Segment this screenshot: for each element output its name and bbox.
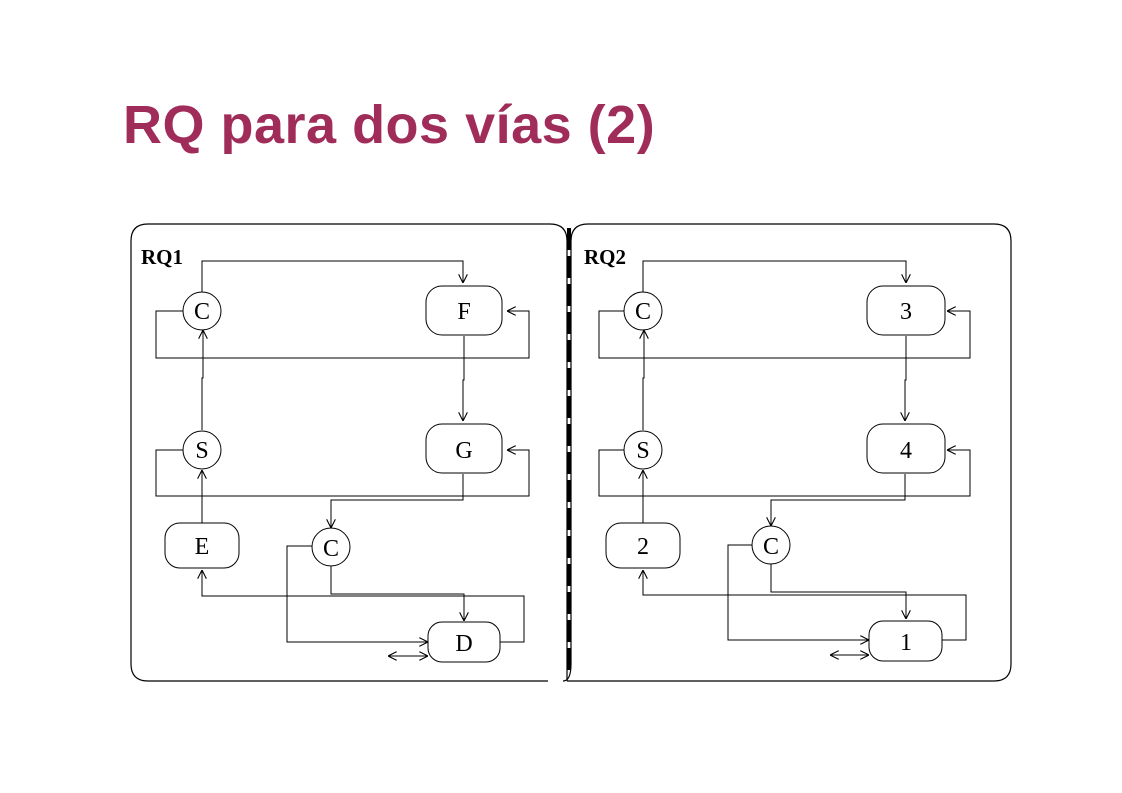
svg-text:4: 4: [900, 438, 912, 464]
svg-text:D: D: [455, 631, 472, 657]
svg-text:C: C: [323, 536, 339, 562]
node-e: E: [164, 522, 240, 569]
svg-text:2: 2: [637, 534, 649, 560]
panel-label: RQ1: [141, 245, 183, 269]
svg-text:G: G: [455, 438, 472, 464]
edge-4-to-c: [771, 474, 906, 526]
node-g: G: [425, 423, 503, 474]
node-c-mid: C: [751, 525, 791, 565]
panel-label: RQ2: [584, 245, 626, 269]
edge-c-to-3: [642, 260, 906, 292]
panel-rq2: RQ2 C 3 S 4 2: [584, 245, 971, 662]
edge-s-loop: [155, 450, 530, 497]
edge-d-to-e: [202, 570, 525, 643]
svg-text:C: C: [763, 534, 779, 560]
svg-text:E: E: [195, 534, 210, 560]
panel-rq1: RQ1 C F S G E: [141, 245, 530, 663]
node-4: 4: [866, 423, 946, 474]
node-c-mid: C: [311, 527, 351, 567]
node-s: S: [623, 430, 663, 470]
edge-c-to-d-bottom: [286, 545, 428, 642]
page-title: RQ para dos vías (2): [123, 95, 656, 155]
edge-c-to-f: [201, 260, 463, 292]
edge-g-to-c: [331, 474, 464, 528]
edge-1-to-2: [643, 570, 967, 641]
svg-text:1: 1: [900, 630, 912, 656]
node-2: 2: [605, 522, 681, 569]
svg-text:3: 3: [900, 299, 912, 325]
edge-c-to-1-bottom: [727, 544, 869, 640]
node-3: 3: [866, 285, 946, 336]
edge-s-to-c: [202, 330, 203, 430]
svg-text:S: S: [195, 438, 208, 464]
svg-text:C: C: [194, 299, 210, 325]
edge-c-to-1: [770, 564, 906, 619]
edge-3-to-4: [905, 336, 906, 421]
svg-text:C: C: [635, 299, 651, 325]
edge-s-to-c: [643, 330, 644, 430]
panel-frame-rq2: [562, 223, 1012, 682]
node-1: 1: [868, 620, 943, 662]
node-f: F: [425, 285, 503, 336]
edge-c-loop: [598, 311, 971, 359]
svg-text:S: S: [636, 438, 649, 464]
edge-f-to-g: [463, 336, 464, 421]
edge-c-loop: [155, 311, 530, 359]
edge-s-loop: [598, 450, 971, 497]
edge-c-to-d: [330, 566, 464, 621]
panel-frame-rq1: [130, 223, 568, 682]
node-s: S: [182, 430, 222, 470]
svg-text:F: F: [457, 299, 470, 325]
node-c-top: C: [623, 291, 663, 331]
node-d: D: [427, 621, 501, 663]
node-c-top: C: [182, 291, 222, 331]
